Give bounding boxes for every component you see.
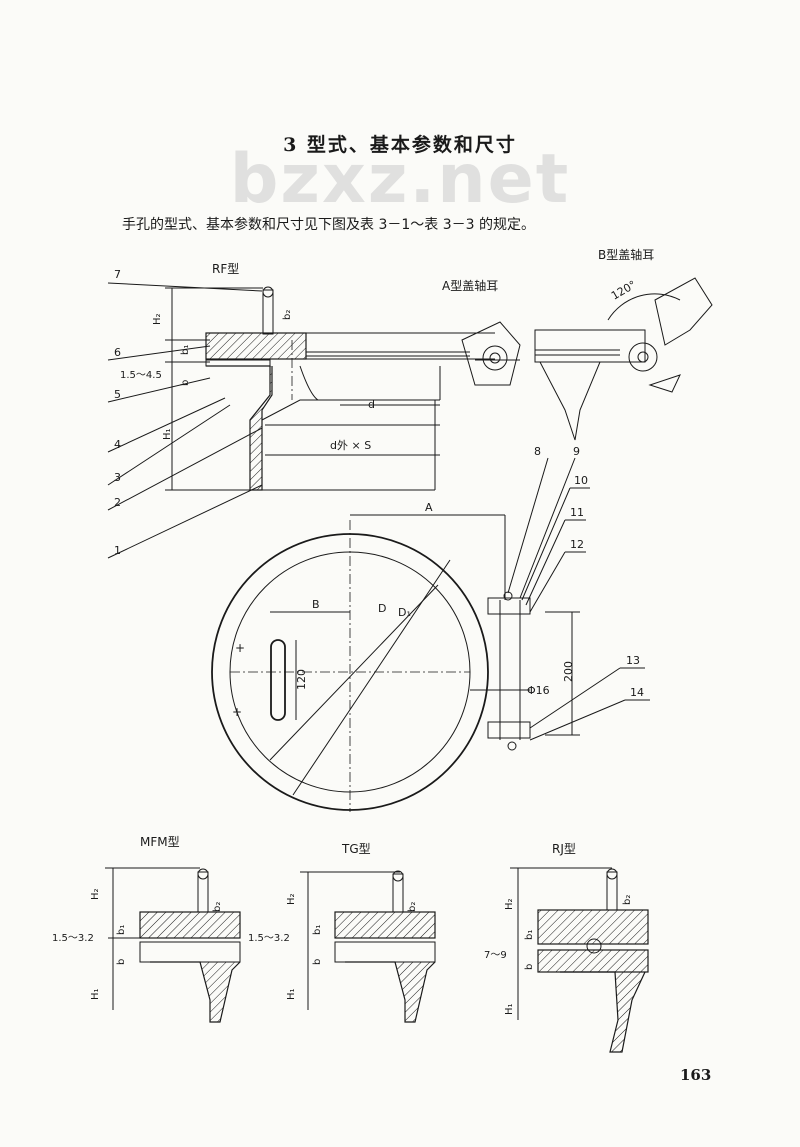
mfm-type-label: MFM型 (140, 835, 180, 849)
callout-7: 7 (114, 268, 121, 281)
dim-h1-rj: H₁ (504, 1003, 515, 1015)
callout-5: 5 (114, 388, 121, 401)
dim-b2-tg: b₂ (407, 902, 418, 912)
tg-section-view: TG型 H₂ H₁ b₁ b b₂ 1.5～3.2 (248, 842, 436, 1023)
dim-d: d (368, 398, 375, 411)
dim-D1: D₁ (398, 606, 411, 619)
rj-section-view: RJ型 H₂ H₁ b₁ b b₂ 7～9 (484, 842, 649, 1053)
callout-4: 4 (114, 438, 121, 451)
dim-b-tg: b (312, 959, 323, 965)
dim-b1-rj: b₁ (524, 930, 535, 940)
dim-h2-rj: H₂ (504, 898, 515, 910)
dim-h2-rf: H₂ (152, 313, 163, 325)
intro-paragraph: 手孔的型式、基本参数和尺寸见下图及表 3－1～表 3－3 的规定。 (122, 217, 535, 233)
dim-B: B (312, 598, 320, 611)
b-ear-label: B型盖轴耳 (598, 247, 654, 262)
gap-rj: 7～9 (484, 950, 507, 961)
callout-13: 13 (626, 654, 640, 667)
rf-callouts: 7 6 5 4 3 2 1 (107, 268, 263, 559)
dim-h1-mfm: H₁ (90, 988, 101, 1000)
dim-b2-mfm: b₂ (212, 902, 223, 912)
dim-h2-tg: H₂ (286, 893, 297, 905)
section-title: 3 型式、基本参数和尺寸 (283, 134, 517, 156)
callout-1: 1 (114, 544, 121, 557)
rf-flange (206, 365, 273, 491)
rj-type-label: RJ型 (552, 842, 576, 856)
watermark-text: bzxz.net (229, 140, 571, 219)
callout-10: 10 (574, 474, 588, 487)
dim-dw-s: d外 × S (330, 439, 371, 452)
callout-9: 9 (573, 445, 580, 458)
gap-rf: 1.5～4.5 (120, 370, 162, 381)
dim-b-rf: b (180, 380, 191, 386)
dim-h1-rf: H₁ (162, 428, 173, 440)
dim-200: 200 (562, 661, 575, 682)
page-number: 163 (680, 1066, 712, 1084)
lifting-slot (270, 639, 286, 721)
mfm-section-view: MFM型 H₂ H₁ b₁ b b₂ 1.5～3.2 (52, 835, 241, 1023)
rf-section-view: RF型 A型盖轴耳 B型盖轴耳 d d外 × S (107, 247, 713, 559)
dim-b1-mfm: b₁ (116, 925, 127, 935)
svg-text:+: + (232, 705, 242, 719)
a-ear-hinge (461, 321, 521, 386)
dim-h1-tg: H₁ (286, 988, 297, 1000)
dim-b2-rf: b₂ (282, 310, 293, 320)
plan-view: D D₁ B 120 + + A Φ16 200 8 9 10 (211, 445, 650, 812)
callout-2: 2 (114, 496, 121, 509)
callout-12: 12 (570, 538, 584, 551)
dim-b-rj: b (524, 964, 535, 970)
callout-3: 3 (114, 471, 121, 484)
callout-6: 6 (114, 346, 121, 359)
hinge-lower (487, 721, 531, 739)
hinge-upper (487, 597, 531, 615)
callout-11: 11 (570, 506, 584, 519)
dim-b1-tg: b₁ (312, 925, 323, 935)
dim-A: A (425, 501, 433, 514)
a-ear-label: A型盖轴耳 (442, 278, 498, 293)
callout-8: 8 (534, 445, 541, 458)
dim-D: D (378, 602, 386, 615)
rf-type-label: RF型 (212, 262, 239, 276)
angle-120: 120° (609, 278, 638, 303)
gap-mfm: 1.5～3.2 (52, 933, 94, 944)
rf-cover-plate (205, 332, 307, 360)
svg-text:+: + (235, 641, 245, 655)
callout-14: 14 (630, 686, 644, 699)
dim-120: 120 (295, 669, 308, 690)
dim-phi16: Φ16 (527, 684, 550, 697)
dim-b2-rj: b₂ (622, 895, 633, 905)
b-ear-hinge: 120° (534, 277, 713, 441)
tg-type-label: TG型 (341, 842, 371, 856)
dim-b-mfm: b (116, 959, 127, 965)
dim-h2-mfm: H₂ (90, 888, 101, 900)
gap-tg: 1.5～3.2 (248, 933, 290, 944)
